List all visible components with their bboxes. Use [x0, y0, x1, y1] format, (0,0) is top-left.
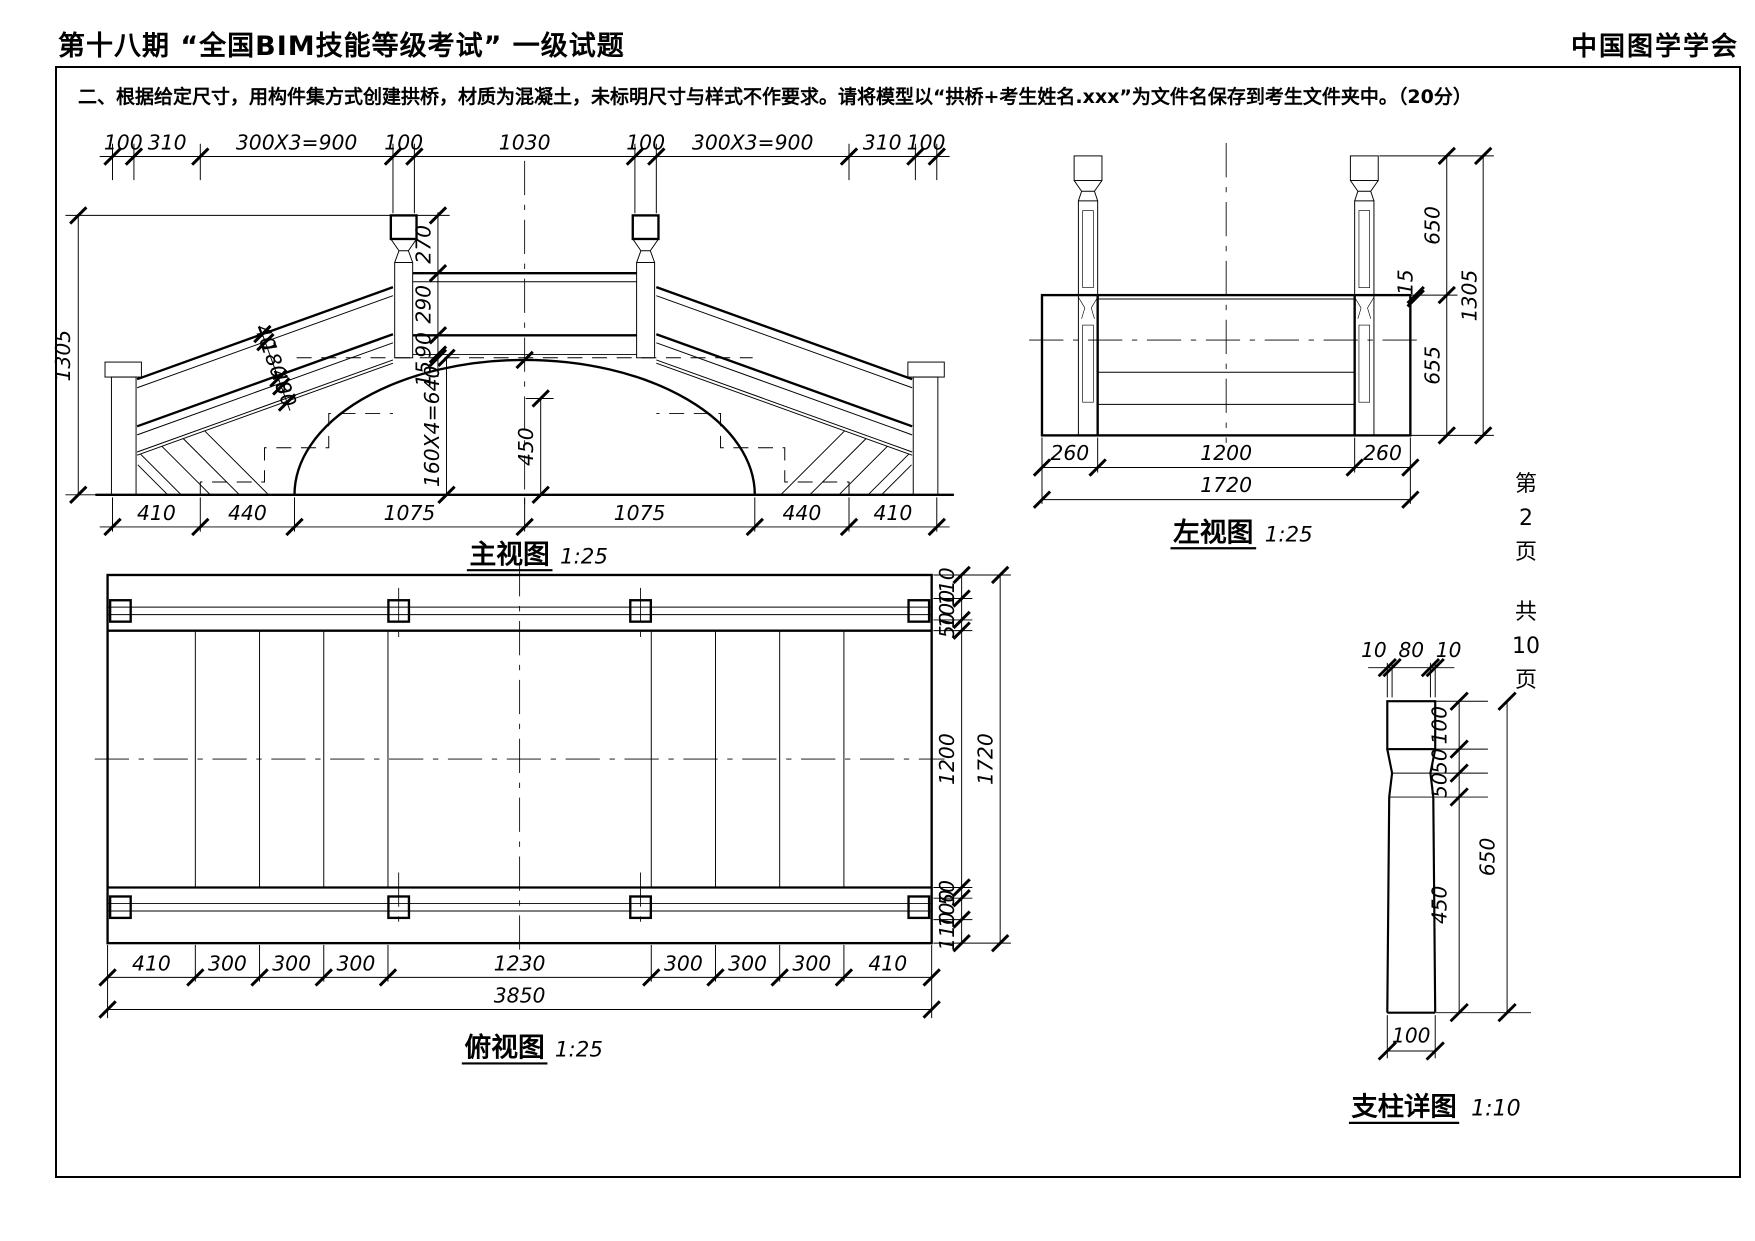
left-bridge-outline — [1029, 143, 1424, 443]
dim-label: 300 — [728, 952, 767, 976]
page-number: 2 — [1519, 506, 1533, 532]
dim-label: 260 — [1363, 441, 1402, 465]
dim-label: 15 — [411, 361, 435, 387]
dim-label: 100 — [907, 131, 946, 155]
dim-label: 100 — [935, 889, 959, 928]
dim-label: 290 — [411, 285, 435, 324]
left-view-drawing: 15 650 655 1305 260 1200 260 1720 左视图 1:… — [1029, 143, 1494, 550]
page-char: 页 — [1514, 668, 1537, 694]
dim-label: 300 — [336, 952, 375, 976]
dim-label: 100 — [1428, 706, 1452, 744]
view-title: 主视图 — [470, 539, 550, 570]
dim-label: 50 — [935, 880, 959, 906]
page-char: 第 — [1514, 472, 1537, 497]
view-title: 俯视图 — [465, 1032, 545, 1064]
dim-label: 1200 — [1200, 441, 1252, 465]
dim-label: 300 — [208, 952, 247, 976]
dim-label: 650 — [1421, 206, 1445, 245]
dim-label: 440 — [228, 501, 267, 525]
dim-label: 270 — [411, 225, 435, 264]
left-dimensions: 15 650 655 1305 260 1200 260 1720 — [1032, 146, 1494, 509]
dim-label: 50 — [1428, 772, 1452, 798]
dim-label: 260 — [1050, 441, 1089, 465]
dim-label: 300X3=900 — [692, 131, 814, 155]
column-outline — [1386, 700, 1437, 1014]
page-char: 页 — [1514, 540, 1537, 566]
total-pages: 10 — [1512, 634, 1540, 660]
dim-label: 300 — [272, 952, 311, 976]
dim-label: 300 — [664, 952, 703, 976]
dim-label: 10 — [1436, 638, 1462, 662]
dim-label: 50 — [1428, 748, 1452, 774]
dim-label: 410 — [873, 501, 912, 525]
task-instruction: 二、根据给定尺寸，用构件集方式创建拱桥，材质为混凝土，未标明尺寸与样式不作要求。… — [78, 86, 1472, 108]
page-char: 共 — [1514, 600, 1537, 626]
dim-label: 1305 — [1457, 270, 1481, 322]
dim-label: 100 — [104, 131, 143, 155]
dim-label: 90 — [411, 332, 435, 358]
view-scale: 1:25 — [555, 1038, 603, 1063]
dim-label: 1200 — [935, 733, 959, 785]
front-bridge-outline — [95, 160, 954, 508]
view-scale: 1:10 — [1471, 1097, 1520, 1122]
plan-view-drawing: 110 100 50 1200 50 100 110 1720 410 300 … — [94, 562, 1011, 1065]
view-scale: 1:25 — [1265, 522, 1313, 547]
dim-label: 410 — [132, 952, 171, 976]
plan-view-title: 俯视图 1:25 — [461, 1032, 603, 1065]
dim-label: 110 — [935, 567, 959, 606]
column-dimensions: 10 80 10 100 50 50 450 650 100 — [1361, 638, 1532, 1061]
left-view-title: 左视图 1:25 — [1170, 517, 1313, 550]
front-dimensions: 100 310 300X3=900 100 1030 100 300X3=900… — [51, 131, 950, 537]
dim-label: 650 — [1476, 838, 1500, 876]
dim-label: 1720 — [1200, 473, 1252, 497]
dim-label: 100 — [935, 590, 959, 629]
dim-label: 80 — [1398, 638, 1424, 662]
dim-label: 15 — [1393, 269, 1417, 295]
sheet-title: 第十八期 “全国BIM技能等级考试” 一级试题 — [58, 31, 625, 62]
dim-label: 450 — [514, 427, 538, 466]
page-indicator: 第 2 页 共 10 页 — [1512, 468, 1540, 699]
dim-label: 410 — [868, 952, 907, 976]
plan-bridge-outline — [94, 562, 945, 956]
dim-label: 1720 — [974, 733, 998, 785]
front-view-drawing: 100 310 300X3=900 100 1030 100 300X3=900… — [51, 131, 954, 572]
view-title: 左视图 — [1173, 517, 1253, 548]
dim-label: 100 — [1392, 1023, 1430, 1047]
dim-label: 50 — [935, 612, 959, 638]
dim-label: 10 — [1361, 638, 1387, 662]
view-title: 支柱详图 — [1351, 1092, 1456, 1123]
dim-label: 1305 — [51, 330, 75, 382]
dim-label: 110 — [935, 912, 959, 951]
dim-label: 100 — [626, 131, 665, 155]
column-detail-drawing: 10 80 10 100 50 50 450 650 100 支柱详图 1:10 — [1348, 638, 1532, 1124]
dim-label: 100 — [384, 131, 423, 155]
dim-label: 1230 — [494, 952, 546, 976]
drawing-frame — [55, 66, 1741, 1178]
dim-label: 1075 — [614, 501, 666, 525]
front-view-title: 主视图 1:25 — [466, 539, 608, 572]
dim-label: 300 — [792, 952, 831, 976]
dim-label: 3850 — [494, 984, 546, 1008]
dim-label: 410 — [137, 501, 176, 525]
dim-label: 310 — [148, 131, 187, 155]
column-view-title: 支柱详图 1:10 — [1348, 1092, 1521, 1124]
dim-label: 1075 — [384, 501, 436, 525]
plan-dimensions: 110 100 50 1200 50 100 110 1720 410 300 … — [98, 565, 1011, 1019]
dim-label: 450 — [1428, 886, 1452, 924]
dim-label: 1030 — [499, 131, 551, 155]
view-scale: 1:25 — [560, 544, 608, 569]
dim-label: 160X4=640 — [420, 366, 444, 488]
dim-label: 300X3=900 — [236, 131, 358, 155]
dim-label: 310 — [863, 131, 902, 155]
organization-name: 中国图学学会 — [1570, 32, 1739, 62]
dim-label: 655 — [1421, 346, 1445, 385]
dim-label: 440 — [782, 501, 821, 525]
